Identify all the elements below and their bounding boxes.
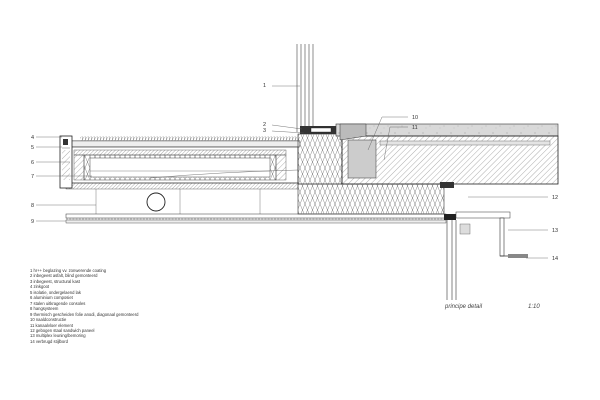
glazing-mullion	[296, 44, 336, 134]
legend-item: 8 hangsysteem	[30, 306, 59, 312]
legend-item: 7 stalen uitkragende consoles	[30, 300, 86, 306]
insulation-block	[297, 133, 445, 215]
callout-number: 14	[552, 256, 558, 262]
legend-item: 10 naaldconstructie	[30, 317, 67, 323]
callout-number: 6	[31, 160, 34, 166]
callout-number: 4	[31, 135, 34, 141]
callout-number: 9	[31, 219, 34, 225]
legend-item: 3 inbegeest, structural kast	[30, 278, 81, 284]
callout-number: 13	[552, 228, 558, 234]
detail-caption: principe detail	[445, 304, 483, 310]
callout-number: 11	[412, 125, 418, 131]
scale-label: 1:10	[528, 304, 540, 310]
callout-number: 1	[263, 83, 266, 89]
facade-element	[444, 211, 528, 300]
leader-lines	[36, 85, 548, 259]
legend: 1 hr++ beglazing vv. zonwerende coating …	[30, 268, 230, 344]
callout-number: 5	[31, 145, 34, 151]
legend-item: 11 kanaalvloer element	[30, 322, 73, 328]
legend-item: 2 inbegeest asfalt, blind gemonteerd	[30, 273, 98, 279]
callout-number: 3	[263, 128, 266, 134]
legend-item: 12 gebogen staal sandwich paneel	[30, 327, 95, 333]
legend-item: 6 aluminium composiet	[30, 295, 73, 301]
callout-number: 8	[31, 203, 34, 209]
legend-item: 14 verbrugd stijlbord	[30, 338, 68, 344]
legend-item: 13 multiplex leuning/bemoring	[30, 333, 86, 339]
floor-slab	[335, 123, 559, 188]
legend-item: 9 thermisch gescheiden folie anodi, diag…	[30, 311, 139, 317]
callout-number: 7	[31, 174, 34, 180]
legend-item: 5 isolatie, ondergelaend lak	[30, 289, 81, 295]
green-roof	[62, 136, 300, 142]
callout-number: 10	[412, 115, 418, 121]
callout-number: 2	[263, 122, 266, 128]
roof-buildup	[61, 140, 301, 190]
legend-item: 1 hr++ beglazing vv. zonwerende coating	[30, 268, 107, 273]
legend-item: 4 zinkgoot	[30, 284, 50, 290]
soffit	[65, 189, 447, 224]
callout-number: 12	[552, 195, 558, 201]
